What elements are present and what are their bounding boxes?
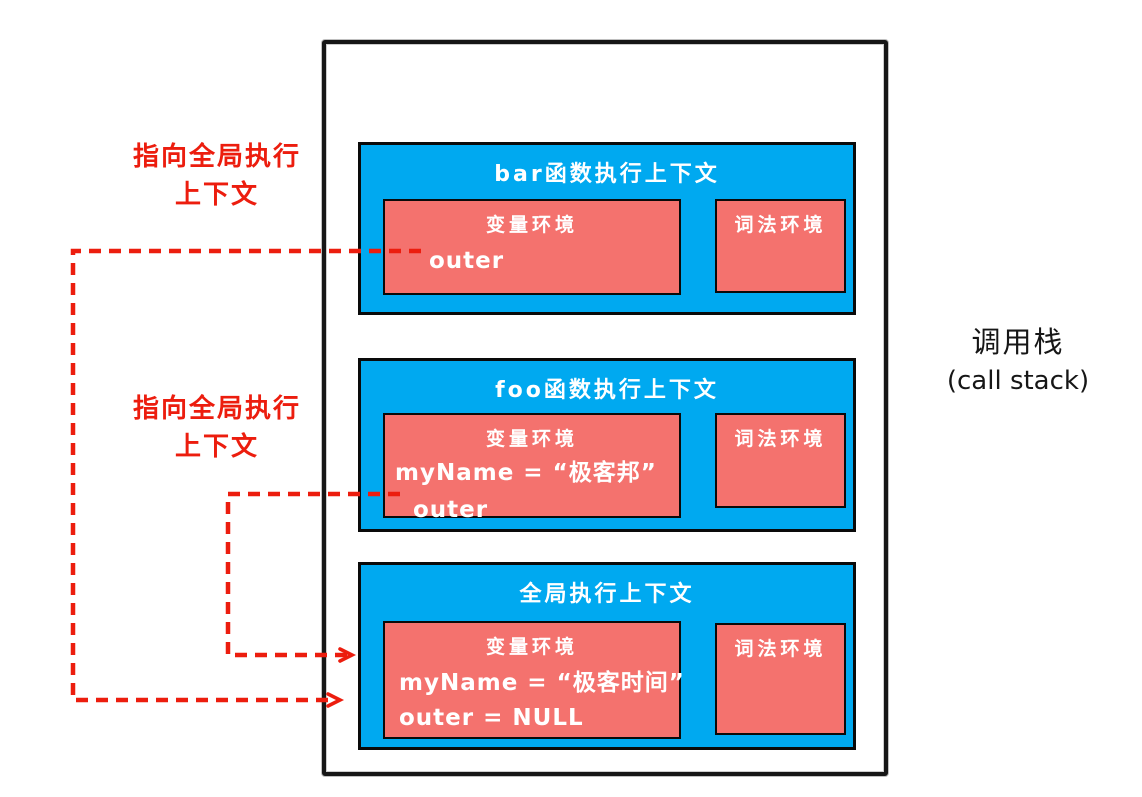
- bar-lexical-environment: 词法环境: [715, 199, 846, 293]
- pointer-label-bottom: 指向全局执行 上下文: [112, 390, 322, 466]
- foo-variable-environment-title: 变量环境: [485, 428, 578, 450]
- execution-context-bar-title: bar函数执行上下文: [494, 162, 720, 187]
- execution-context-foo: foo函数执行上下文 变量环境 myName = “极客邦” outer 词法环…: [358, 358, 856, 532]
- bar-lexical-environment-title: 词法环境: [734, 214, 827, 236]
- global-lexical-environment-title: 词法环境: [734, 638, 827, 660]
- global-lexical-environment: 词法环境: [715, 623, 846, 735]
- execution-context-bar: bar函数执行上下文 变量环境 outer 词法环境: [358, 142, 856, 315]
- foo-lexical-environment: 词法环境: [715, 413, 846, 508]
- bar-variable-row-outer: outer: [429, 248, 505, 274]
- foo-variable-environment: 变量环境 myName = “极客邦” outer: [383, 413, 681, 523]
- global-variable-environment: 变量环境 myName = “极客时间” outer = NULL: [383, 621, 685, 739]
- pointer-label-top-line2: 上下文: [174, 180, 259, 210]
- pointer-label-top-line1: 指向全局执行: [132, 142, 301, 172]
- global-variable-environment-title: 变量环境: [485, 636, 578, 658]
- foo-variable-row-myname: myName = “极客邦”: [395, 460, 657, 486]
- foo-lexical-environment-title: 词法环境: [734, 428, 827, 450]
- call-stack-label: 调用栈 (call stack): [922, 322, 1114, 400]
- foo-variable-row-outer: outer: [413, 497, 489, 523]
- bar-variable-environment-title: 变量环境: [485, 214, 578, 236]
- bar-variable-environment: 变量环境 outer: [383, 199, 681, 295]
- global-variable-row-myname: myName = “极客时间”: [399, 670, 685, 696]
- call-stack-label-zh: 调用栈: [971, 325, 1065, 359]
- execution-context-global-title: 全局执行上下文: [519, 582, 695, 607]
- pointer-label-bottom-line1: 指向全局执行: [132, 394, 301, 424]
- pointer-label-bottom-line2: 上下文: [174, 432, 259, 462]
- global-variable-row-outer: outer = NULL: [399, 705, 584, 731]
- execution-context-foo-title: foo函数执行上下文: [495, 378, 719, 403]
- pointer-label-top: 指向全局执行 上下文: [112, 138, 322, 214]
- execution-context-global: 全局执行上下文 变量环境 myName = “极客时间” outer = NUL…: [358, 562, 856, 750]
- call-stack-label-en: (call stack): [946, 366, 1090, 396]
